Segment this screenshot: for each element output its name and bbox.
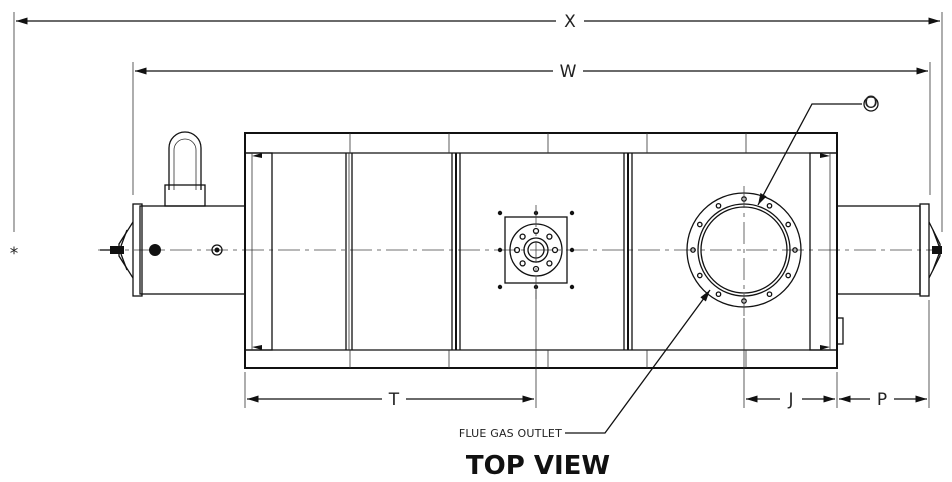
view-title: TOP VIEW xyxy=(466,451,610,481)
dimension-j: J xyxy=(743,318,838,410)
dimension-w-label: W xyxy=(560,62,577,82)
dimension-x-label: X xyxy=(564,12,576,32)
dimension-x: X xyxy=(13,12,943,232)
reference-asterisk: * xyxy=(10,244,19,264)
dimension-o-label: O xyxy=(864,93,877,113)
flue-gas-outlet-callout: FLUE GAS OUTLET xyxy=(459,289,711,440)
flue-gas-outlet-label: FLUE GAS OUTLET xyxy=(459,427,562,440)
flue-gas-outlet-flange xyxy=(497,205,575,300)
dimension-t-label: T xyxy=(388,390,400,410)
inlet-flange xyxy=(686,186,802,318)
left-burner-assembly xyxy=(100,131,246,297)
right-burner-assembly xyxy=(836,203,942,345)
dimension-t: T xyxy=(244,290,537,410)
dimension-p-label: P xyxy=(877,390,887,410)
main-enclosure xyxy=(244,132,838,369)
dimension-j-label: J xyxy=(787,390,793,410)
dimension-w: W xyxy=(132,62,931,195)
dimension-p: P xyxy=(839,300,930,410)
dimension-o: O xyxy=(757,93,879,206)
